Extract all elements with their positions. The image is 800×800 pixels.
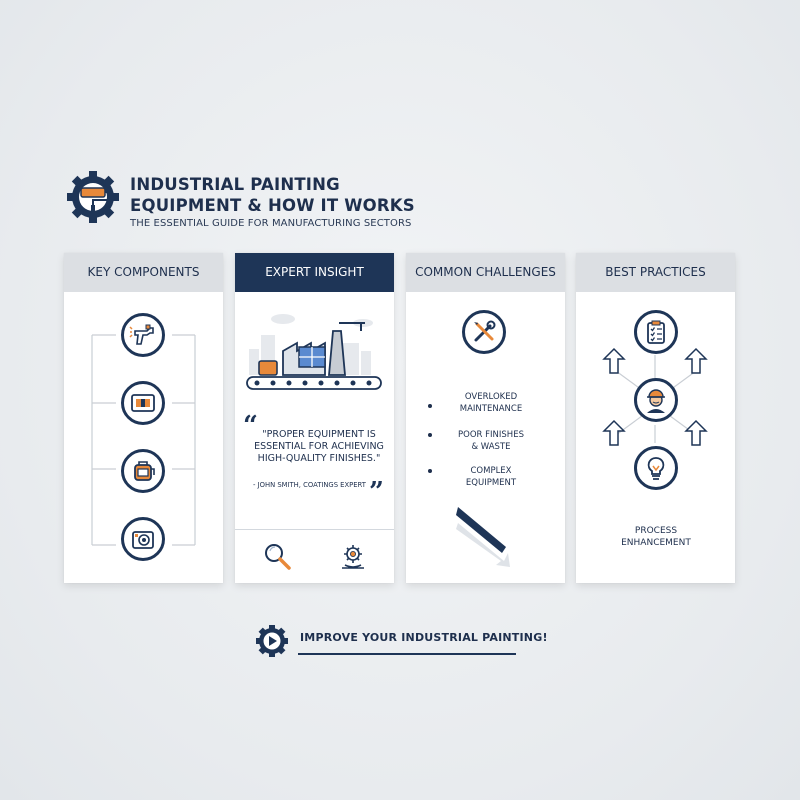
quote-attribution: - JOHN SMITH, COATINGS EXPERT [253, 481, 366, 489]
quote-close-mark: ” [369, 477, 384, 507]
spray-gun-icon [121, 313, 165, 357]
process-enhancement-caption: PROCESS ENHANCEMENT [621, 526, 691, 548]
card-expert-insight: EXPERT INSIGHT “ "PROPER EQUIPMENT IS ES… [235, 253, 394, 583]
process-flow-arrows [602, 347, 708, 446]
wrench-screwdriver-icon [462, 310, 506, 354]
challenge-item: POOR FINISHES & WASTE [458, 430, 524, 452]
divider [235, 529, 394, 530]
magnifier-icon[interactable] [261, 541, 293, 573]
control-panel-icon [121, 381, 165, 425]
card-best-practices: BEST PRACTICES [576, 253, 735, 583]
checklist-clipboard-icon [634, 310, 678, 354]
card-common-challenges: COMMON CHALLENGES OVERLOKED MAINTENANCE … [406, 253, 565, 583]
expert-quote: "PROPER EQUIPMENT IS ESSENTIAL FOR ACHIE… [254, 429, 384, 464]
card-heading: BEST PRACTICES [576, 253, 735, 292]
card-heading: EXPERT INSIGHT [235, 253, 394, 292]
card-heading: COMMON CHALLENGES [406, 253, 565, 292]
connector-lines [91, 334, 196, 546]
page-header: INDUSTRIAL PAINTING EQUIPMENT & HOW IT W… [64, 166, 444, 230]
page-subtitle: THE ESSENTIAL GUIDE FOR MANUFACTURING SE… [130, 218, 412, 229]
play-gear-icon[interactable] [254, 623, 290, 659]
challenge-item: COMPLEX EQUIPMENT [465, 466, 517, 488]
page-title: INDUSTRIAL PAINTING EQUIPMENT & HOW IT W… [130, 175, 415, 215]
bullet-dot [428, 433, 432, 437]
cta-underline [298, 653, 516, 655]
compressor-icon [121, 517, 165, 561]
worker-hardhat-icon [634, 378, 678, 422]
gear-paint-roller-logo-icon [67, 171, 119, 223]
downward-stripe-arrow-icon [456, 507, 510, 567]
challenge-item: OVERLOKED MAINTENANCE [459, 392, 523, 414]
lightbulb-icon [634, 446, 678, 490]
gear-hand-icon[interactable] [337, 541, 369, 573]
card-key-components: KEY COMPONENTS [64, 253, 223, 583]
factory-illustration [246, 314, 382, 390]
cta-banner[interactable]: IMPROVE YOUR INDUSTRIAL PAINTING! [254, 623, 547, 659]
bullet-dot [428, 469, 432, 473]
card-heading: KEY COMPONENTS [64, 253, 223, 292]
pump-tank-icon [121, 449, 165, 493]
bullet-dot [428, 404, 432, 408]
cta-label[interactable]: IMPROVE YOUR INDUSTRIAL PAINTING! [300, 631, 548, 644]
quote-open-mark: “ [243, 411, 258, 441]
